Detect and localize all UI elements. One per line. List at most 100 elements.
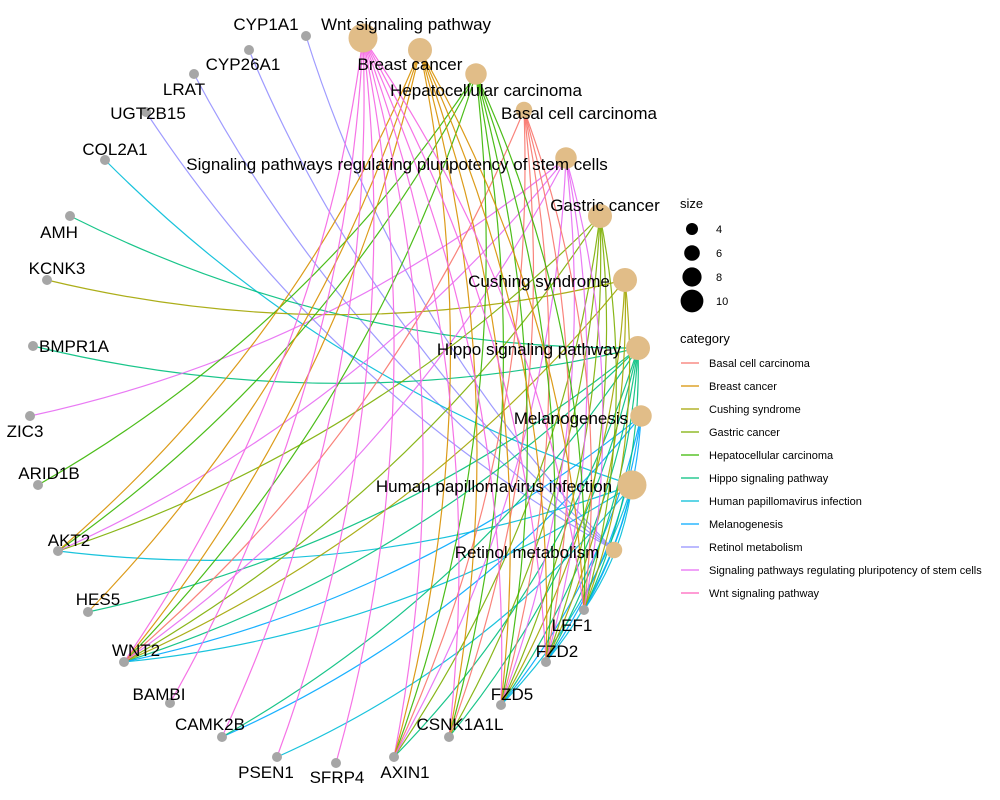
edge-FZD2-wnt — [362, 37, 547, 663]
edge-LEF1-hcc — [475, 73, 586, 611]
pathway-label-bcc: Basal cell carcinoma — [501, 104, 657, 123]
size-legend-dot — [682, 267, 702, 287]
pathway-node-stem — [555, 147, 577, 169]
edge-CAMK2B-wnt — [221, 37, 365, 738]
gene-label-WNT2: WNT2 — [112, 641, 160, 660]
gene-label-PSEN1: PSEN1 — [238, 763, 294, 782]
pathway-label-hpv: Human papillomavirus infection — [376, 477, 612, 496]
edge-LEF1-stem — [565, 157, 604, 611]
size-legend-dot — [686, 223, 698, 235]
edge-FZD2-hcc — [475, 73, 556, 663]
category-legend-label: Melanogenesis — [709, 519, 783, 531]
pathway-label-wnt: Wnt signaling pathway — [321, 15, 492, 34]
gene-label-LRAT: LRAT — [163, 80, 205, 99]
edge-AXIN1-wnt — [362, 37, 424, 758]
pathway-node-hippo — [626, 336, 650, 360]
edge-AXIN1-bcc — [393, 109, 526, 758]
edge-AXIN1-stem — [393, 157, 567, 758]
gene-node-AXIN1 — [389, 752, 399, 762]
node-layer — [25, 23, 652, 768]
gene-label-AKT2: AKT2 — [48, 531, 91, 550]
edge-LEF1-bcc — [523, 109, 593, 611]
category-legend-label: Signaling pathways regulating pluripoten… — [709, 565, 982, 577]
edge-BAMBI-wnt — [169, 37, 364, 704]
gene-node-SFRP4 — [331, 758, 341, 768]
gene-node-PSEN1 — [272, 752, 282, 762]
size-legend-dot — [684, 245, 700, 261]
gene-node-COL2A1 — [100, 155, 110, 165]
edge-FZD2-cushing — [545, 279, 627, 663]
gene-node-FZD5 — [496, 700, 506, 710]
size-legend-dot — [680, 289, 704, 313]
edge-ARID1B-hcc — [37, 73, 477, 486]
edge-LEF1-gastric — [583, 215, 617, 611]
gene-node-ZIC3 — [25, 411, 35, 421]
pathway-label-breast: Breast cancer — [358, 55, 463, 74]
pathway-label-retinol: Retinol metabolism — [455, 543, 600, 562]
edge-AXIN1-gastric — [393, 215, 601, 758]
pathway-node-hpv — [617, 470, 647, 500]
pathway-node-cushing — [613, 268, 637, 292]
pathway-label-cushing: Cushing syndrome — [468, 272, 610, 291]
edge-COL2A1-hpv — [104, 159, 633, 486]
gene-label-COL2A1: COL2A1 — [82, 140, 147, 159]
edge-WNT2-breast — [123, 49, 421, 663]
edge-UGT2B15-retinol — [145, 111, 615, 551]
edge-LEF1-wnt — [362, 37, 585, 611]
gene-node-AKT2 — [53, 546, 63, 556]
edge-HES5-breast — [87, 49, 421, 613]
pathway-node-gastric — [588, 204, 612, 228]
gene-label-BMPR1A: BMPR1A — [39, 337, 110, 356]
edge-AXIN1-breast — [393, 49, 451, 758]
category-legend-label: Breast cancer — [709, 381, 777, 393]
gene-node-AMH — [65, 211, 75, 221]
gene-node-FZD2 — [541, 657, 551, 667]
gene-label-KCNK3: KCNK3 — [29, 259, 86, 278]
gene-node-UGT2B15 — [141, 107, 151, 117]
size-legend-label: 4 — [716, 224, 722, 236]
edge-FZD5-stem — [500, 157, 575, 706]
pathway-node-wnt — [348, 23, 378, 53]
gene-node-KCNK3 — [42, 275, 52, 285]
pathway-node-breast — [408, 38, 432, 62]
gene-label-BAMBI: BAMBI — [133, 685, 186, 704]
edge-FZD5-breast — [419, 49, 511, 706]
gene-label-HES5: HES5 — [76, 590, 120, 609]
gene-node-LEF1 — [579, 605, 589, 615]
edge-WNT2-bcc — [123, 109, 525, 663]
edge-CAMK2B-hippo — [221, 347, 639, 738]
pathway-label-hcc: Hepatocellular carcinoma — [390, 81, 582, 100]
edge-WNT2-cushing — [123, 279, 626, 663]
gene-label-SFRP4: SFRP4 — [310, 768, 365, 787]
edge-layer — [29, 35, 642, 764]
edge-LEF1-melano — [583, 415, 642, 611]
edge-SFRP4-wnt — [335, 37, 395, 764]
category-legend-label: Hepatocellular carcinoma — [709, 450, 834, 462]
edge-LEF1-breast — [419, 49, 585, 611]
category-legend-label: Human papillomavirus infection — [709, 496, 862, 508]
gene-label-LEF1: LEF1 — [552, 616, 593, 635]
pathway-label-gastric: Gastric cancer — [550, 196, 660, 215]
pathway-node-melano — [630, 405, 652, 427]
edge-PSEN1-wnt — [276, 37, 375, 758]
gene-label-UGT2B15: UGT2B15 — [110, 104, 186, 123]
edge-FZD5-cushing — [500, 279, 626, 706]
gene-node-ARID1B — [33, 480, 43, 490]
gene-label-FZD5: FZD5 — [491, 685, 534, 704]
edge-CSNK1A1L-hcc — [448, 73, 505, 738]
pathway-label-stem: Signaling pathways regulating pluripoten… — [186, 155, 607, 174]
gene-node-CYP1A1 — [301, 31, 311, 41]
gene-node-LRAT — [189, 69, 199, 79]
label-layer: CYP1A1CYP26A1LRATUGT2B15COL2A1AMHKCNK3BM… — [7, 15, 661, 787]
gene-label-AXIN1: AXIN1 — [380, 763, 429, 782]
gene-label-ZIC3: ZIC3 — [7, 422, 44, 441]
gene-node-BMPR1A — [28, 341, 38, 351]
edge-ZIC3-stem — [29, 157, 567, 417]
pathway-node-hcc — [465, 63, 487, 85]
gene-node-BAMBI — [165, 698, 175, 708]
edge-CYP26A1-retinol — [248, 49, 615, 551]
gene-label-ARID1B: ARID1B — [18, 464, 79, 483]
edge-FZD5-bcc — [500, 109, 550, 706]
